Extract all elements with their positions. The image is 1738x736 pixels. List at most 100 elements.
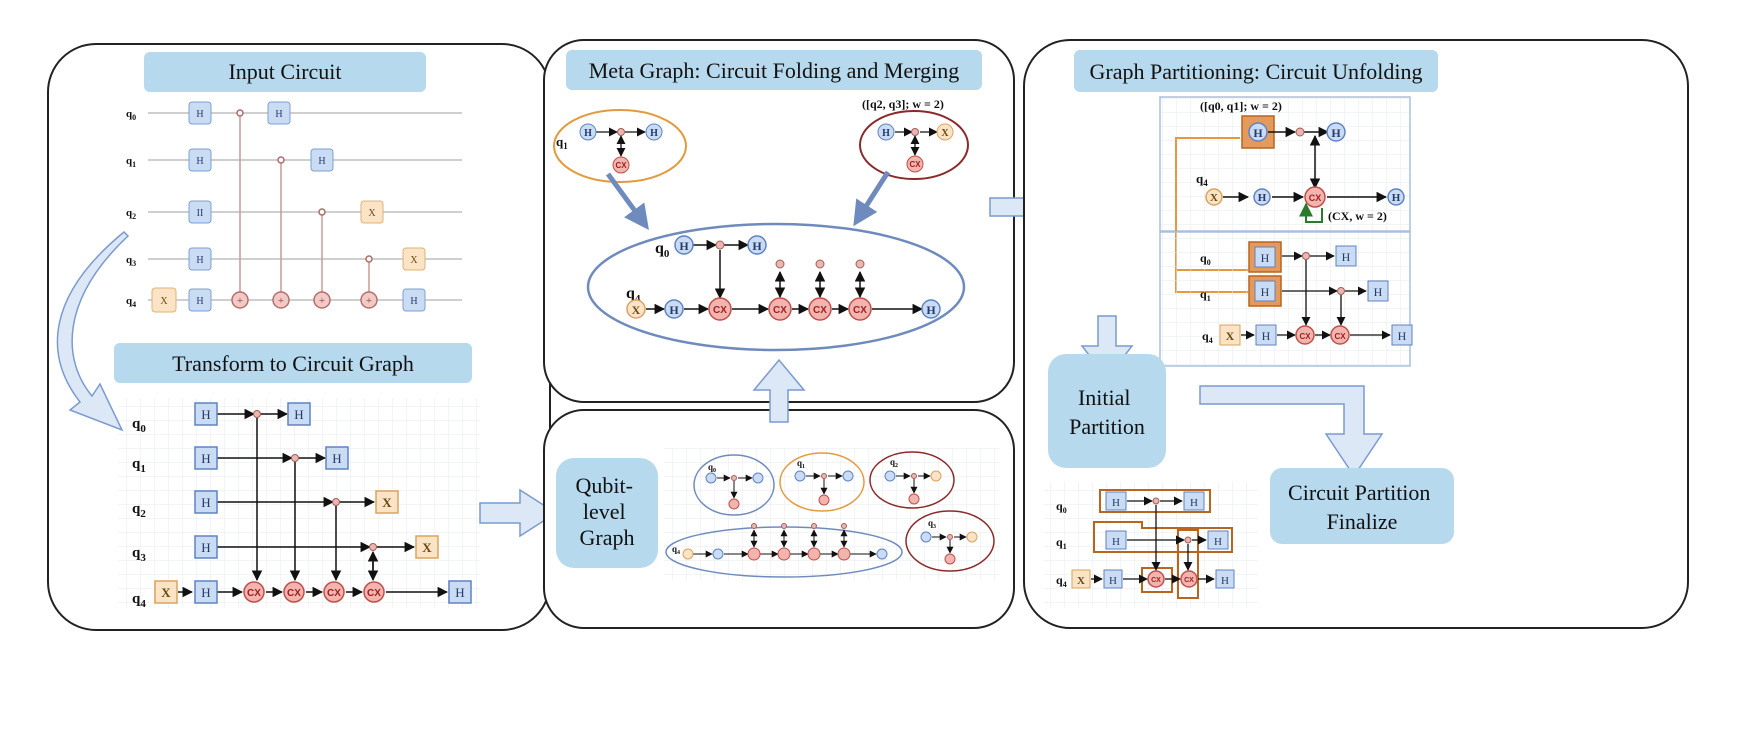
svg-text:H: H: [650, 128, 658, 139]
svg-text:CX: CX: [1151, 577, 1161, 584]
svg-text:q3: q3: [132, 545, 146, 564]
meta-q23-note: ([q2, q3]; w = 2): [862, 97, 944, 111]
svg-text:+: +: [366, 295, 372, 307]
qubit-level-box: [556, 458, 658, 568]
meta-q23-group: [859, 110, 969, 180]
svg-text:CX: CX: [247, 588, 261, 599]
svg-text:H: H: [679, 239, 689, 253]
meta-title: Meta Graph: Circuit Folding and Merging: [589, 58, 960, 83]
svg-text:q4: q4: [1196, 171, 1208, 188]
partition-title: Graph Partitioning: Circuit Unfolding: [1089, 59, 1422, 84]
input-qubit-labels: q0 q1 q2 q3 q4: [126, 108, 136, 309]
svg-text:H: H: [1331, 126, 1341, 140]
svg-text:X: X: [422, 540, 432, 555]
svg-text:X: X: [160, 296, 168, 307]
input-h-gates: H H H H II H H H: [188, 101, 426, 312]
svg-text:CX: CX: [773, 305, 787, 316]
svg-text:q0: q0: [1056, 499, 1067, 515]
svg-text:X: X: [1210, 192, 1218, 204]
finalize-label: Circuit Partition Finalize: [1288, 480, 1436, 534]
initial-partition-label: Initial Partition: [1069, 385, 1145, 439]
svg-text:H: H: [332, 451, 341, 466]
meta-q1-group: [553, 109, 687, 183]
partition-canvas-top: [1159, 96, 1411, 232]
input-cx-controls: [236, 109, 373, 263]
svg-text:X: X: [161, 585, 171, 600]
svg-text:H: H: [1214, 536, 1222, 548]
svg-text:H: H: [196, 255, 203, 266]
qubit-level-title: Qubit- level Graph: [576, 473, 639, 550]
finalize-box: [1270, 468, 1454, 544]
svg-text:CX: CX: [1184, 577, 1194, 584]
svg-text:CX: CX: [1334, 332, 1346, 341]
svg-text:q0: q0: [126, 108, 136, 122]
svg-text:q1: q1: [126, 155, 136, 169]
svg-text:H: H: [1261, 285, 1270, 299]
meta-title-box: [566, 50, 982, 90]
svg-text:H: H: [882, 128, 890, 139]
svg-text:X: X: [1077, 575, 1085, 587]
svg-text:CX: CX: [1299, 332, 1311, 341]
svg-text:+: +: [319, 295, 325, 307]
circuit-graph-ctrl-nodes: [253, 410, 377, 551]
svg-text:CX: CX: [367, 588, 381, 599]
svg-text:+: +: [237, 295, 243, 307]
flow-arrow-up-to-meta: [752, 358, 806, 423]
svg-text:H: H: [1258, 192, 1267, 204]
svg-text:q1: q1: [1200, 287, 1211, 303]
svg-text:q1: q1: [556, 134, 568, 151]
svg-text:H: H: [1374, 285, 1383, 299]
svg-text:q0: q0: [708, 462, 716, 474]
svg-text:q3: q3: [126, 254, 136, 268]
svg-text:H: H: [196, 109, 203, 120]
svg-text:q4: q4: [132, 591, 146, 610]
svg-text:H: H: [1262, 329, 1271, 343]
svg-text:H: H: [201, 407, 210, 422]
svg-text:q1: q1: [1056, 535, 1067, 551]
qubit-level-nodes: q0 q1 q2 q3 q4: [672, 457, 978, 565]
svg-text:H: H: [1392, 192, 1401, 204]
svg-text:X: X: [410, 255, 418, 266]
meta-merge-arrow-left: [605, 172, 649, 231]
circuit-graph-h-nodes: H H H H H H H H: [194, 402, 472, 604]
meta-graph-panel: [543, 39, 1015, 403]
svg-text:H: H: [201, 451, 210, 466]
svg-text:II: II: [197, 208, 204, 219]
svg-text:H: H: [1398, 329, 1407, 343]
flow-arrow-to-finalize: [1199, 385, 1384, 478]
svg-text:H: H: [752, 239, 762, 253]
svg-text:X: X: [368, 208, 376, 219]
meta-q1-nodes: H H CX: [579, 123, 663, 174]
partition-note-top: ([q0, q1]; w = 2): [1200, 99, 1282, 113]
svg-text:q0: q0: [132, 416, 146, 435]
input-cx-targets: + + + +: [231, 291, 378, 309]
meta-merged-edges: [646, 239, 924, 315]
svg-text:q0: q0: [1200, 251, 1211, 267]
svg-text:H: H: [926, 303, 936, 317]
svg-text:q4: q4: [1202, 329, 1213, 345]
circuit-graph-x-nodes: X X X: [154, 490, 439, 604]
curved-flow-arrow: [56, 230, 130, 432]
svg-text:q4: q4: [1056, 573, 1067, 589]
svg-text:H: H: [1112, 536, 1120, 548]
transform-title: Transform to Circuit Graph: [172, 351, 414, 376]
svg-text:H: H: [1261, 251, 1270, 265]
svg-text:X: X: [941, 128, 949, 139]
svg-text:H: H: [1221, 575, 1229, 587]
svg-text:H: H: [1112, 497, 1120, 509]
svg-text:CX: CX: [1309, 193, 1322, 203]
svg-text:CX: CX: [327, 588, 341, 599]
input-circuit-title-box: [144, 52, 426, 92]
svg-text:H: H: [410, 296, 417, 307]
input-x-gates: X X X: [151, 200, 426, 313]
svg-text:H: H: [201, 585, 210, 600]
meta-merge-arrow-right: [853, 170, 891, 227]
svg-text:CX: CX: [813, 305, 827, 316]
svg-text:H: H: [584, 128, 592, 139]
svg-text:q4: q4: [626, 285, 641, 305]
svg-text:q0: q0: [655, 240, 670, 260]
svg-text:q2: q2: [126, 207, 136, 221]
svg-text:H: H: [294, 407, 303, 422]
circuit-graph-cx-nodes: CX CX CX CX: [243, 581, 385, 603]
svg-text:H: H: [201, 540, 210, 555]
